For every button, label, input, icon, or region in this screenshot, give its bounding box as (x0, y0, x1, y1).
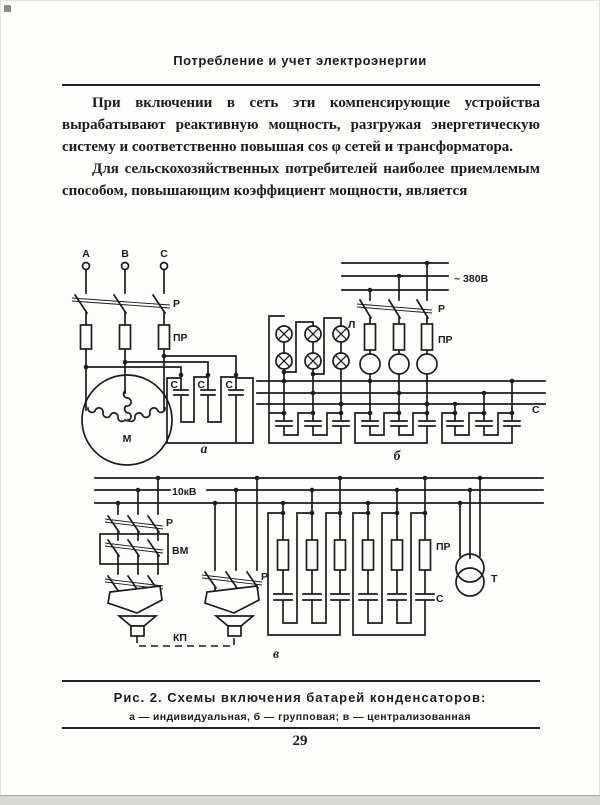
cable-line-dashed (136, 636, 235, 647)
switch-linkage (71, 297, 171, 309)
body-text: При включении в сеть эти компенсирующие … (62, 92, 540, 202)
header-rule (62, 84, 540, 86)
oil-breaker-box (99, 533, 169, 565)
fuse-icon (79, 324, 93, 350)
scheme-v-centralized: 10кВ Р ВМ Р КП ПР С Т в (94, 475, 544, 661)
wiring-v (94, 477, 544, 636)
caption-rule-bottom (62, 727, 540, 729)
page-number: 29 (292, 733, 308, 749)
switch-linkage (104, 518, 263, 590)
label-phase-c: С (160, 248, 168, 260)
machine-symbol (388, 353, 410, 375)
paragraph: Для сельскохозяйственных потребителей на… (62, 161, 540, 199)
fuse-icon (276, 539, 290, 571)
label-capacitor: С (170, 379, 178, 391)
fuse-icon (333, 539, 347, 571)
fuse-icon (418, 539, 432, 571)
junction-dots (115, 475, 483, 516)
fuse-icon (361, 539, 375, 571)
scan-edge (0, 795, 600, 805)
fuse-icon (157, 324, 171, 350)
transformer-symbol (455, 553, 485, 597)
junction-dots (83, 353, 239, 378)
scheme-b-group: ~ 380В Р ПР Л С б (256, 260, 546, 463)
lamp-icons (275, 325, 350, 370)
terminal-icon (81, 261, 91, 271)
label-fuse: ПР (438, 334, 453, 346)
label-motor: М (123, 433, 132, 445)
label-switch: Р (173, 298, 180, 310)
label-phase-a: А (82, 248, 90, 260)
label-voltage-380: ~ 380В (454, 273, 489, 285)
fuse-icon (363, 323, 377, 351)
switch-linkage (356, 303, 433, 314)
paragraph: При включении в сеть эти компенсирующие … (62, 95, 540, 155)
label-fuse: ПР (436, 541, 451, 553)
figure-subcaption: а — индивидуальная, б — групповая; в — ц… (129, 711, 471, 723)
label-capacitor: С (436, 593, 444, 605)
motor-symbol (81, 374, 173, 466)
terminal-icon (159, 261, 169, 271)
machine-symbol (416, 353, 438, 375)
fuse-icon (390, 539, 404, 571)
label-cable-line: КП (173, 632, 187, 644)
label-scheme-b: б (394, 448, 402, 463)
label-voltage-10kv: 10кВ (172, 486, 197, 498)
label-switch: Р (261, 571, 268, 583)
label-scheme-a: а (201, 441, 208, 456)
label-capacitor: С (225, 379, 233, 391)
motor-winding (87, 389, 166, 423)
fuse-icon (118, 324, 132, 350)
figure-caption: Рис. 2. Схемы включения батарей конденса… (113, 690, 487, 705)
label-lamps: Л (348, 319, 355, 331)
fuse-icon (420, 323, 434, 351)
wiring-b (256, 262, 546, 444)
cable-termination-icon (107, 585, 163, 637)
scan-artifact (4, 5, 11, 12)
label-fuse: ПР (173, 332, 188, 344)
label-transformer: Т (491, 573, 498, 585)
label-switch: Р (166, 517, 173, 529)
junction-dots (281, 260, 515, 416)
page-header: Потребление и учет электроэнергии (173, 53, 427, 68)
fuse-icon (305, 539, 319, 571)
label-capacitor: С (532, 404, 540, 416)
scheme-a-individual: А В С Р ПР С С С М а (71, 248, 254, 466)
label-capacitor: С (197, 379, 205, 391)
label-switch: Р (438, 303, 445, 315)
label-oil-breaker: ВМ (172, 545, 189, 557)
label-phase-b: В (121, 248, 129, 260)
caption-rule-top (62, 680, 540, 682)
fuse-icon (392, 323, 406, 351)
terminal-icon (120, 261, 130, 271)
machine-symbol (359, 353, 381, 375)
label-scheme-v: в (273, 646, 279, 661)
cable-termination-icon (204, 585, 260, 637)
